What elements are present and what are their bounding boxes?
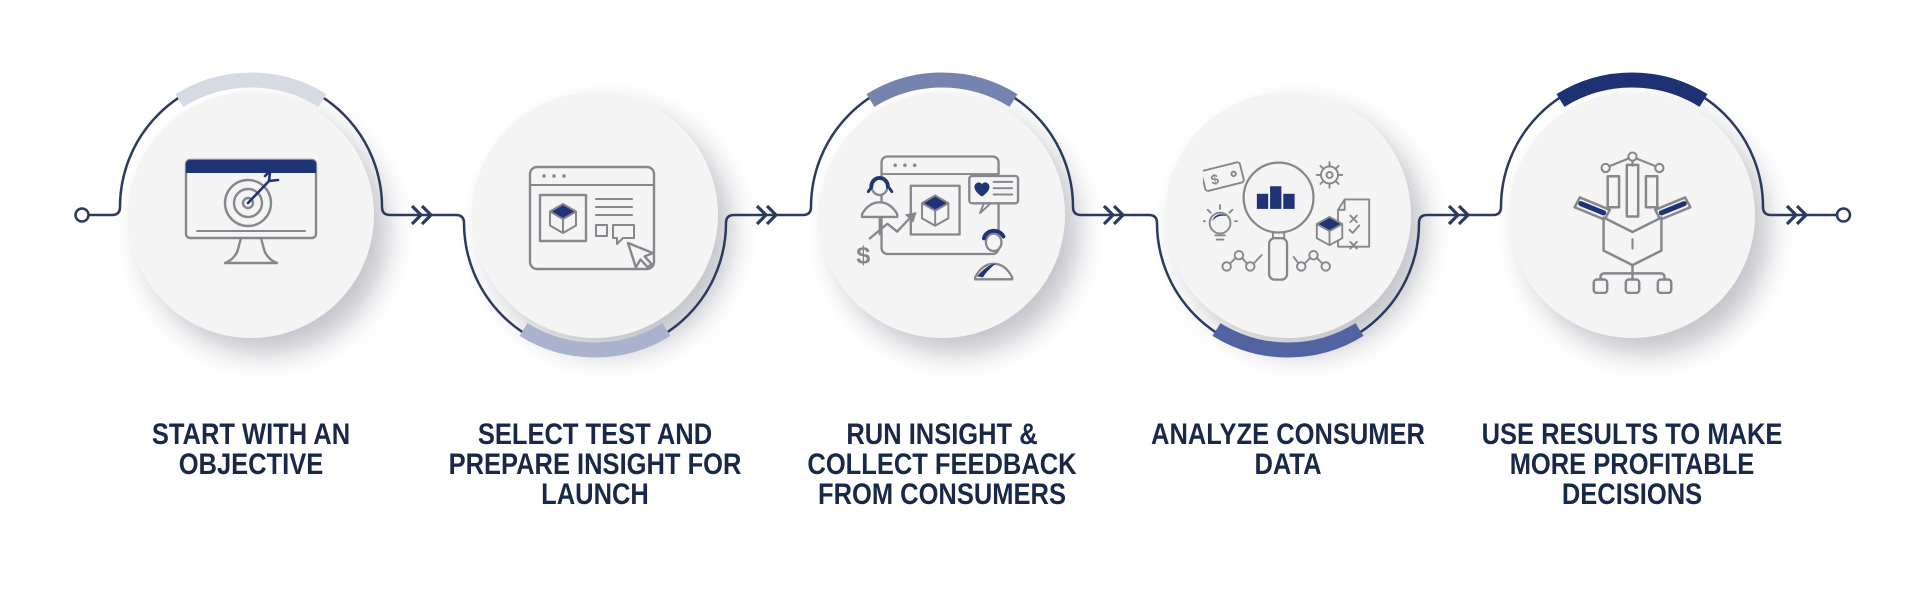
analyze-data-icon: $ [1203, 160, 1371, 281]
monitor-target-icon [184, 158, 318, 265]
step-5-circle [1509, 92, 1755, 338]
step-3-circle: $ [819, 92, 1065, 338]
step-4-label: ANALYZE CONSUMER DATA [1127, 420, 1450, 480]
step-label-line: ANALYZE CONSUMER [1151, 418, 1425, 451]
step-2-circle [472, 92, 718, 338]
double-chevron-icon-4 [1447, 204, 1471, 226]
step-label-line: MORE PROFITABLE [1509, 448, 1755, 481]
dollar-sign: $ [856, 242, 870, 270]
step-label-line: OBJECTIVE [178, 448, 324, 481]
step-4-circle: $ [1165, 92, 1411, 338]
results-decisions-icon [1572, 150, 1692, 294]
step-3-label: RUN INSIGHT & COLLECT FEEDBACK FROM CONS… [781, 420, 1104, 510]
step-2-label: SELECT TEST AND PREPARE INSIGHT FOR LAUN… [434, 420, 757, 510]
step-label-line: LAUNCH [541, 478, 649, 511]
double-chevron-icon-5 [1785, 204, 1809, 226]
double-chevron-icon-2 [755, 204, 779, 226]
price-tag-dollar: $ [1209, 170, 1221, 187]
double-chevron-icon-1 [410, 204, 434, 226]
step-label-line: SELECT TEST AND [477, 418, 713, 451]
start-node-dot [74, 207, 90, 223]
step-label-line: RUN INSIGHT & [846, 418, 1038, 451]
step-label-line: COLLECT FEEDBACK [807, 448, 1077, 481]
step-label-line: USE RESULTS TO MAKE [1481, 418, 1783, 451]
step-label-line: PREPARE INSIGHT FOR [448, 448, 742, 481]
step-label-line: DATA [1254, 448, 1322, 481]
step-5-label: USE RESULTS TO MAKE MORE PROFITABLE DECI… [1471, 420, 1794, 510]
step-1-circle [128, 92, 374, 338]
double-chevron-icon-3 [1102, 204, 1126, 226]
step-1-label: START WITH AN OBJECTIVE [90, 420, 413, 480]
step-label-line: START WITH AN [151, 418, 351, 451]
consumer-feedback-icon: $ [856, 155, 1020, 281]
step-label-line: DECISIONS [1561, 478, 1703, 511]
end-node-dot [1835, 207, 1852, 223]
browser-test-select-icon [528, 165, 656, 271]
step-label-line: FROM CONSUMERS [818, 478, 1066, 511]
